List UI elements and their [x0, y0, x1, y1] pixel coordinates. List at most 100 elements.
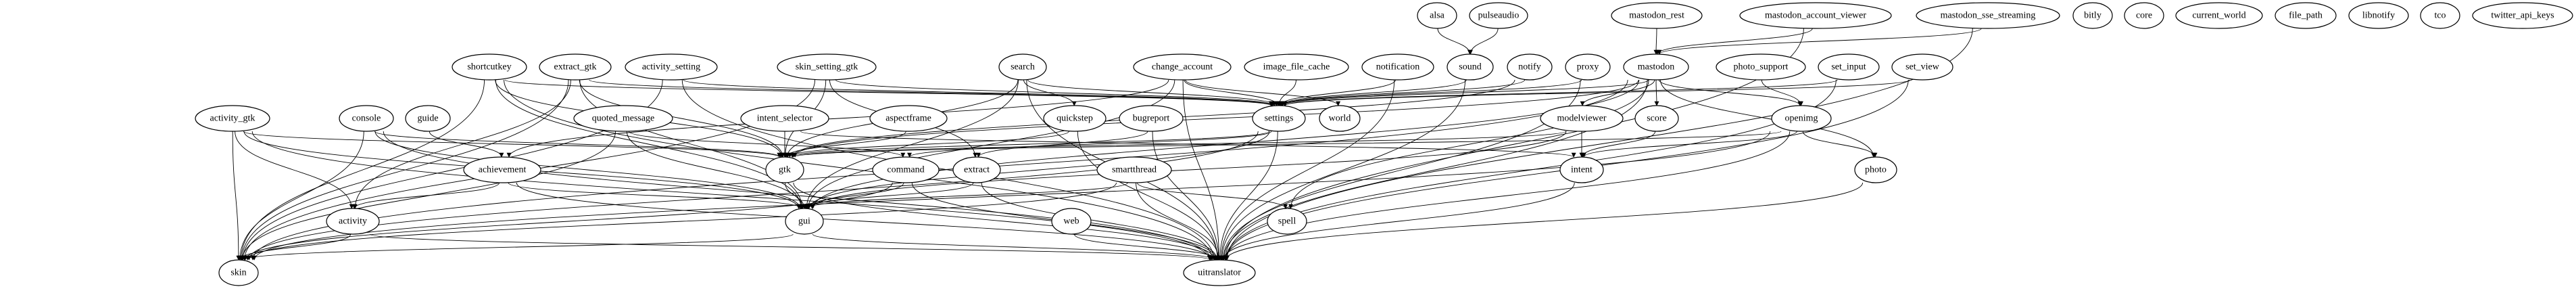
node-label: sound: [1459, 62, 1481, 72]
edge-change_account-to-gui: [806, 79, 1175, 209]
node-shape: [1716, 53, 1806, 81]
edge-achievement-to-activity: [351, 182, 500, 209]
edge-extract_gtk-to-activity: [352, 79, 571, 209]
node-label: activity_gtk: [210, 114, 256, 124]
edge-alsa-to-sound: [1437, 28, 1472, 55]
edge-command-to-skin: [243, 182, 893, 261]
node-shape: [1818, 53, 1880, 81]
node-label: search: [1011, 62, 1035, 72]
edge-mastodon-to-skin: [250, 79, 1628, 261]
node-smartthread: smartthread: [1096, 156, 1172, 183]
node-shape: [1540, 105, 1624, 132]
edge-openimg-to-photo: [1802, 131, 1878, 158]
node-mastodon_rest: mastodon_rest: [1611, 2, 1703, 29]
node-command: command: [872, 156, 940, 183]
node-label: tco: [2434, 11, 2446, 21]
node-twitter_api_keys: twitter_api_keys: [2472, 2, 2573, 29]
node-shape: [2348, 2, 2409, 29]
edge-photo-to-uitranslator: [1223, 182, 1864, 261]
node-mastodon_sse_streaming: mastodon_sse_streaming: [1916, 2, 2060, 29]
edge-search-to-gui: [804, 79, 1019, 209]
node-shape: [1611, 2, 1703, 29]
node-notify: notify: [1507, 53, 1553, 81]
node-shape: [2472, 2, 2573, 29]
edge-modelviewer-to-gui: [810, 131, 1567, 209]
edge-activity-to-uitranslator: [370, 233, 1213, 261]
edge-openimg-to-gtk: [793, 131, 1782, 158]
node-shape: [625, 53, 718, 81]
edge-gui-to-skin: [242, 233, 794, 261]
node-web: web: [1051, 208, 1092, 235]
edge-gui-to-uitranslator: [812, 233, 1218, 261]
edge-mastodon_rest-to-mastodon: [1653, 28, 1659, 55]
node-file_path: file_path: [2275, 2, 2337, 29]
node-label: activity_setting: [642, 62, 700, 72]
node-label: image_file_cache: [1263, 62, 1330, 72]
node-uitranslator: uitranslator: [1183, 259, 1256, 286]
edge-achievement-to-gui: [508, 182, 804, 209]
edge-settings-to-skin: [246, 131, 1259, 261]
node-shape: [1361, 53, 1434, 81]
edge-settings-to-gui: [806, 131, 1270, 209]
edge-mastodon-to-spell: [1288, 79, 1649, 209]
node-score: score: [1634, 105, 1679, 132]
edge-smartthread-to-skin: [245, 182, 1117, 261]
edge-extract_gtk-to-gtk: [579, 79, 785, 158]
node-shape: [1771, 105, 1832, 132]
edge-mastodon-to-score: [1654, 79, 1659, 106]
node-notification: notification: [1361, 53, 1434, 81]
edge-activity_gtk-to-activity: [235, 131, 354, 209]
node-extract_gtk: extract_gtk: [539, 53, 612, 81]
node-label: achievement: [479, 165, 527, 175]
edge-settings-to-command: [907, 131, 1272, 158]
node-label: console: [352, 114, 381, 124]
edge-activity_gtk-to-gtk: [243, 131, 782, 158]
node-shape: [1623, 53, 1689, 81]
node-label: mastodon_rest: [1629, 11, 1684, 21]
node-label: guide: [417, 114, 438, 124]
edge-activity_setting-to-settings: [683, 79, 1275, 106]
node-label: gui: [798, 217, 810, 227]
node-shape: [1565, 53, 1611, 81]
edge-photo_support-to-openimg: [1761, 79, 1803, 106]
edge-mastodon-to-gtk: [791, 79, 1639, 158]
node-settings: settings: [1252, 105, 1306, 132]
node-shape: [2124, 2, 2164, 29]
node-label: change_account: [1152, 62, 1213, 72]
node-label: mastodon_sse_streaming: [1941, 11, 2036, 21]
edge-extract-to-uitranslator: [981, 182, 1219, 261]
node-shape: [1916, 2, 2060, 29]
edge-skin_setting_gtk-to-settings: [835, 79, 1277, 106]
node-label: quoted_message: [592, 114, 655, 124]
node-label: activity: [339, 217, 367, 227]
edge-openimg-to-skin: [251, 131, 1771, 261]
node-change_account: change_account: [1133, 53, 1232, 81]
edge-extract_gtk-to-skin: [239, 79, 569, 261]
node-console: console: [339, 105, 394, 132]
node-label: core: [2136, 11, 2152, 21]
node-shape: [998, 53, 1047, 81]
node-shape: [573, 105, 673, 132]
node-label: set_view: [1905, 62, 1940, 72]
node-label: settings: [1265, 114, 1294, 124]
edge-activity_setting-to-uitranslator: [681, 79, 1217, 261]
edge-proxy-to-settings: [1280, 79, 1582, 106]
node-label: photo_support: [1734, 62, 1789, 72]
node-activity_setting: activity_setting: [625, 53, 718, 81]
node-shape: [1469, 2, 1528, 29]
node-aspectframe: aspectframe: [869, 105, 948, 132]
node-shape: [218, 259, 259, 286]
edge-openimg-to-uitranslator: [1223, 131, 1791, 261]
edge-notification-to-uitranslator: [1219, 79, 1395, 261]
edge-extract_gtk-to-gui: [579, 79, 805, 209]
node-shape: [539, 53, 612, 81]
node-label: bugreport: [1133, 114, 1170, 124]
edge-search-to-settings: [1027, 79, 1279, 106]
node-shape: [1739, 2, 1892, 29]
node-shortcutkey: shortcutkey: [452, 53, 527, 81]
edge-achievement-to-uitranslator: [516, 182, 1215, 261]
edge-mastodon-to-modelviewer: [1580, 79, 1655, 106]
node-label: pulseaudio: [1478, 11, 1520, 21]
